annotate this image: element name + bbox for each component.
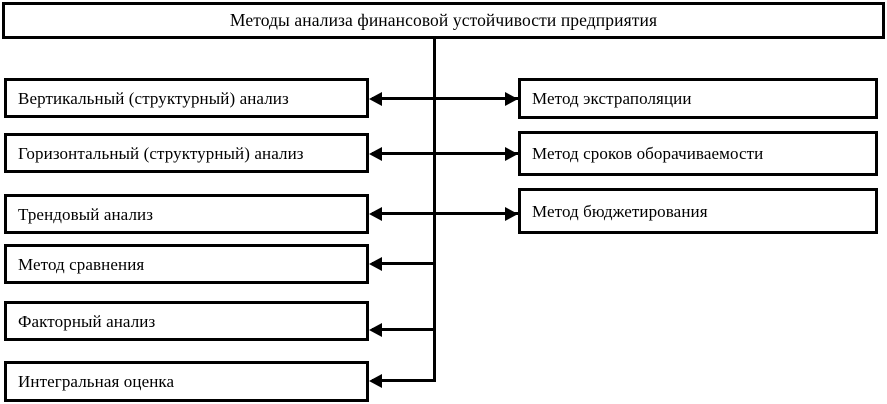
right-box-2-label: Метод сроков оборачиваемости: [532, 144, 764, 163]
right-box-2[interactable]: Метод сроков оборачиваемости: [518, 131, 878, 176]
left-box-3-label: Трендовый анализ: [18, 204, 154, 224]
title-box-label: Методы анализа финансовой устойчивости п…: [229, 9, 658, 30]
left-box-4-label: Метод сравнения: [18, 254, 145, 274]
left-box-1[interactable]: Вертикальный (структурный) анализ: [4, 78, 369, 118]
connector-row-4: [372, 262, 436, 265]
left-box-2-label: Горизонтальный (структурный) анализ: [18, 143, 304, 163]
right-box-3[interactable]: Метод бюджетирования: [518, 188, 878, 234]
arrowhead-right-row-2: [505, 146, 518, 161]
arrowhead-left-row-1: [369, 91, 382, 106]
left-box-4[interactable]: Метод сравнения: [4, 244, 369, 284]
arrowhead-left-row-2: [369, 146, 382, 161]
right-box-1-label: Метод экстраполяции: [532, 89, 692, 108]
connector-row-5: [372, 328, 436, 331]
title-box[interactable]: Методы анализа финансовой устойчивости п…: [2, 2, 885, 39]
arrowhead-left-row-3: [369, 206, 382, 221]
arrowhead-right-row-3: [505, 206, 518, 221]
right-box-3-label: Метод бюджетирования: [532, 201, 708, 221]
connector-row-3: [372, 212, 518, 215]
left-box-1-label: Вертикальный (структурный) анализ: [18, 88, 289, 108]
arrowhead-left-row-5: [369, 322, 382, 337]
left-box-5[interactable]: Факторный анализ: [4, 301, 369, 341]
left-box-6[interactable]: Интегральная оценка: [4, 361, 369, 402]
left-box-3[interactable]: Трендовый анализ: [4, 194, 369, 234]
arrowhead-left-row-6: [369, 373, 382, 388]
arrowhead-right-row-1: [505, 91, 518, 106]
connector-row-6: [372, 379, 436, 382]
connector-row-1: [372, 97, 518, 100]
connector-row-2: [372, 152, 518, 155]
arrowhead-left-row-4: [369, 256, 382, 271]
right-box-1[interactable]: Метод экстраполяции: [518, 78, 878, 119]
central-trunk-line: [433, 39, 436, 382]
left-box-5-label: Факторный анализ: [18, 311, 156, 331]
left-box-6-label: Интегральная оценка: [18, 372, 175, 391]
left-box-2[interactable]: Горизонтальный (структурный) анализ: [4, 133, 369, 173]
